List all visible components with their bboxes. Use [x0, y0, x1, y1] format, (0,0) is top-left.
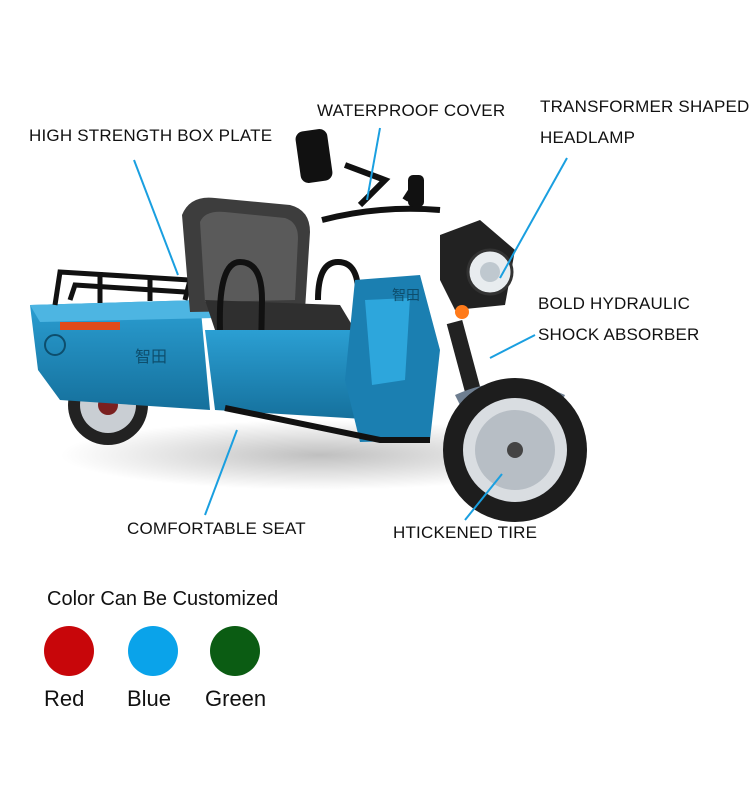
- left-mirror: [295, 129, 333, 183]
- color-swatch-red[interactable]: [44, 626, 94, 676]
- chassis-rail: [224, 405, 430, 443]
- color-name-blue: Blue: [127, 686, 172, 711]
- color-name-red: Red: [44, 686, 85, 711]
- electric-tricycle-illustration: 智田 智田: [30, 127, 587, 522]
- cargo-box: 智田: [30, 300, 215, 410]
- seat-cushion: [205, 300, 355, 330]
- color-options-title: Color Can Be Customized: [47, 588, 279, 610]
- callout-tire: HTICKENED TIRE: [393, 523, 538, 542]
- callout-shock-line1: BOLD HYDRAULIC: [538, 294, 691, 313]
- color-swatch-green[interactable]: [210, 626, 260, 676]
- color-name-green: Green: [205, 686, 267, 711]
- box-panel-text: 智田: [135, 347, 167, 366]
- callout-box-plate: HIGH STRENGTH BOX PLATE: [29, 126, 273, 145]
- callout-headlamp-line1: TRANSFORMER SHAPED: [540, 97, 750, 116]
- right-mirror: [408, 175, 424, 207]
- front-panel-text: 智田: [392, 288, 420, 304]
- main-body: 智田: [205, 275, 440, 442]
- callout-shock-line2: SHOCK ABSORBER: [538, 325, 700, 344]
- callout-comfortable-seat: COMFORTABLE SEAT: [127, 519, 306, 538]
- seat-backrest: [182, 197, 310, 312]
- cargo-rack: [52, 269, 194, 306]
- color-swatch-blue[interactable]: [128, 626, 178, 676]
- front-wheel: [443, 378, 587, 522]
- callout-waterproof-cover: WATERPROOF COVER: [317, 101, 506, 120]
- headlamp: [440, 220, 515, 319]
- callout-lines: [133, 127, 568, 521]
- callout-headlamp-line2: HEADLAMP: [540, 128, 636, 147]
